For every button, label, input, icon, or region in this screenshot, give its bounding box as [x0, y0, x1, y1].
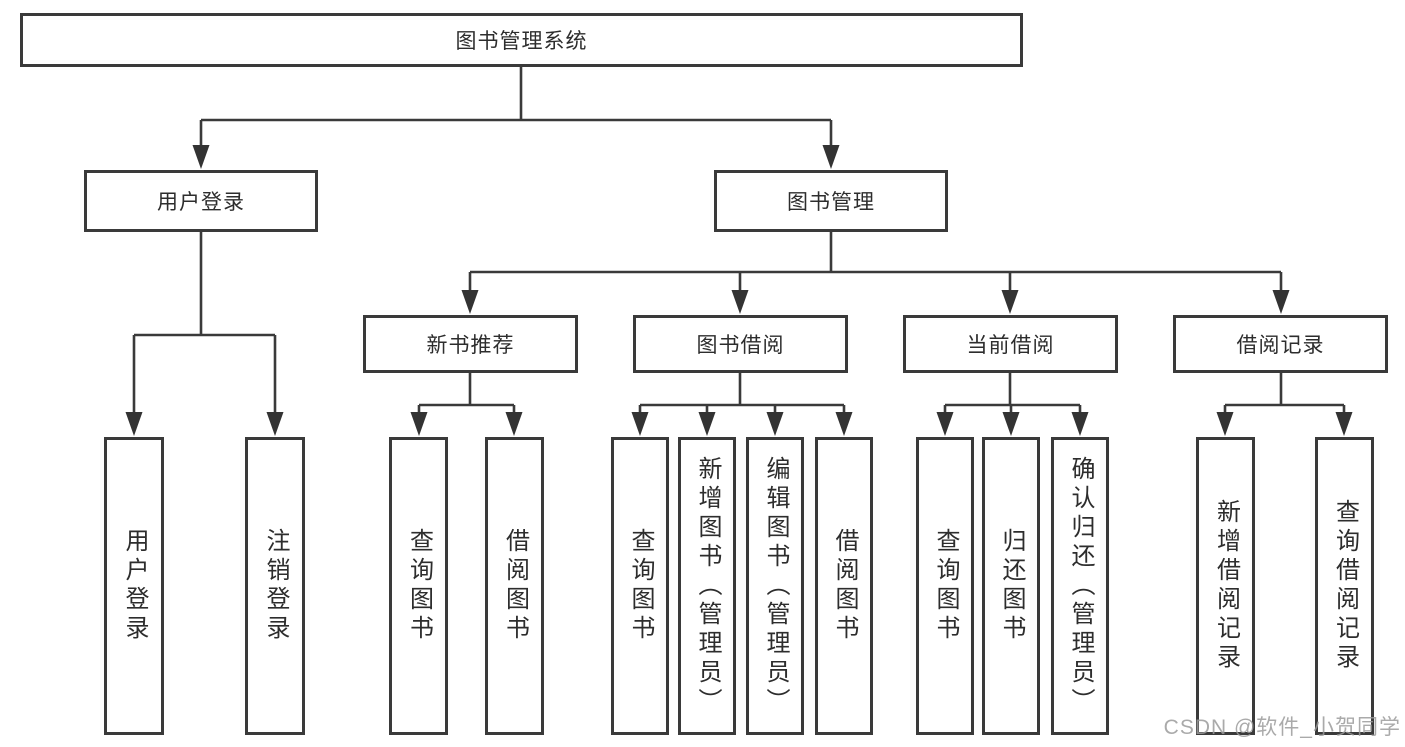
node-label: 借阅图书 [501, 528, 529, 644]
leaf-query-books-recommend: 查询图书 [389, 437, 448, 735]
node-borrowing-records: 借阅记录 [1173, 315, 1388, 373]
node-book-borrowing: 图书借阅 [633, 315, 848, 373]
leaf-return-books: 归还图书 [982, 437, 1040, 735]
node-label: 图书借阅 [696, 334, 785, 357]
node-book-management: 图书管理 [714, 170, 948, 232]
node-label: 图书管理系统 [455, 30, 588, 53]
node-label: 查询图书 [627, 528, 654, 644]
node-label: 查询图书 [405, 528, 433, 644]
node-label: 编辑图书（管理员） [762, 455, 789, 717]
node-label: 注销登录 [262, 528, 289, 644]
leaf-borrow-books: 借阅图书 [815, 437, 873, 735]
node-label: 借阅图书 [831, 528, 858, 644]
node-label: 借阅记录 [1236, 334, 1325, 357]
node-root: 图书管理系统 [20, 13, 1023, 67]
node-label: 查询图书 [932, 528, 959, 644]
node-label: 确认归还（管理员） [1067, 455, 1094, 717]
leaf-query-books-borrow: 查询图书 [611, 437, 669, 735]
leaf-edit-books-admin: 编辑图书（管理员） [746, 437, 804, 735]
leaf-query-borrow-record: 查询借阅记录 [1315, 437, 1374, 735]
leaf-borrow-books-recommend: 借阅图书 [485, 437, 544, 735]
leaf-confirm-return-admin: 确认归还（管理员） [1051, 437, 1109, 735]
leaf-add-books-admin: 新增图书（管理员） [678, 437, 736, 735]
node-label: 用户登录 [121, 528, 148, 644]
node-label: 新书推荐 [426, 334, 515, 357]
node-user-login: 用户登录 [84, 170, 318, 232]
leaf-add-borrow-record: 新增借阅记录 [1196, 437, 1255, 735]
node-label: 新增图书（管理员） [694, 455, 721, 717]
node-label: 查询借阅记录 [1331, 499, 1359, 673]
leaf-logout-login: 注销登录 [245, 437, 305, 735]
node-new-book-recommendation: 新书推荐 [363, 315, 578, 373]
node-label: 归还图书 [998, 528, 1025, 644]
node-label: 用户登录 [157, 191, 245, 214]
node-current-borrowing: 当前借阅 [903, 315, 1118, 373]
csdn-watermark: CSDN @软件_小贺同学 [1163, 716, 1401, 739]
node-label: 当前借阅 [966, 334, 1055, 357]
node-label: 新增借阅记录 [1212, 499, 1240, 673]
arrowheads [125, 145, 1353, 436]
leaf-user-login: 用户登录 [104, 437, 164, 735]
node-label: 图书管理 [787, 191, 875, 214]
leaf-query-books-current: 查询图书 [916, 437, 974, 735]
